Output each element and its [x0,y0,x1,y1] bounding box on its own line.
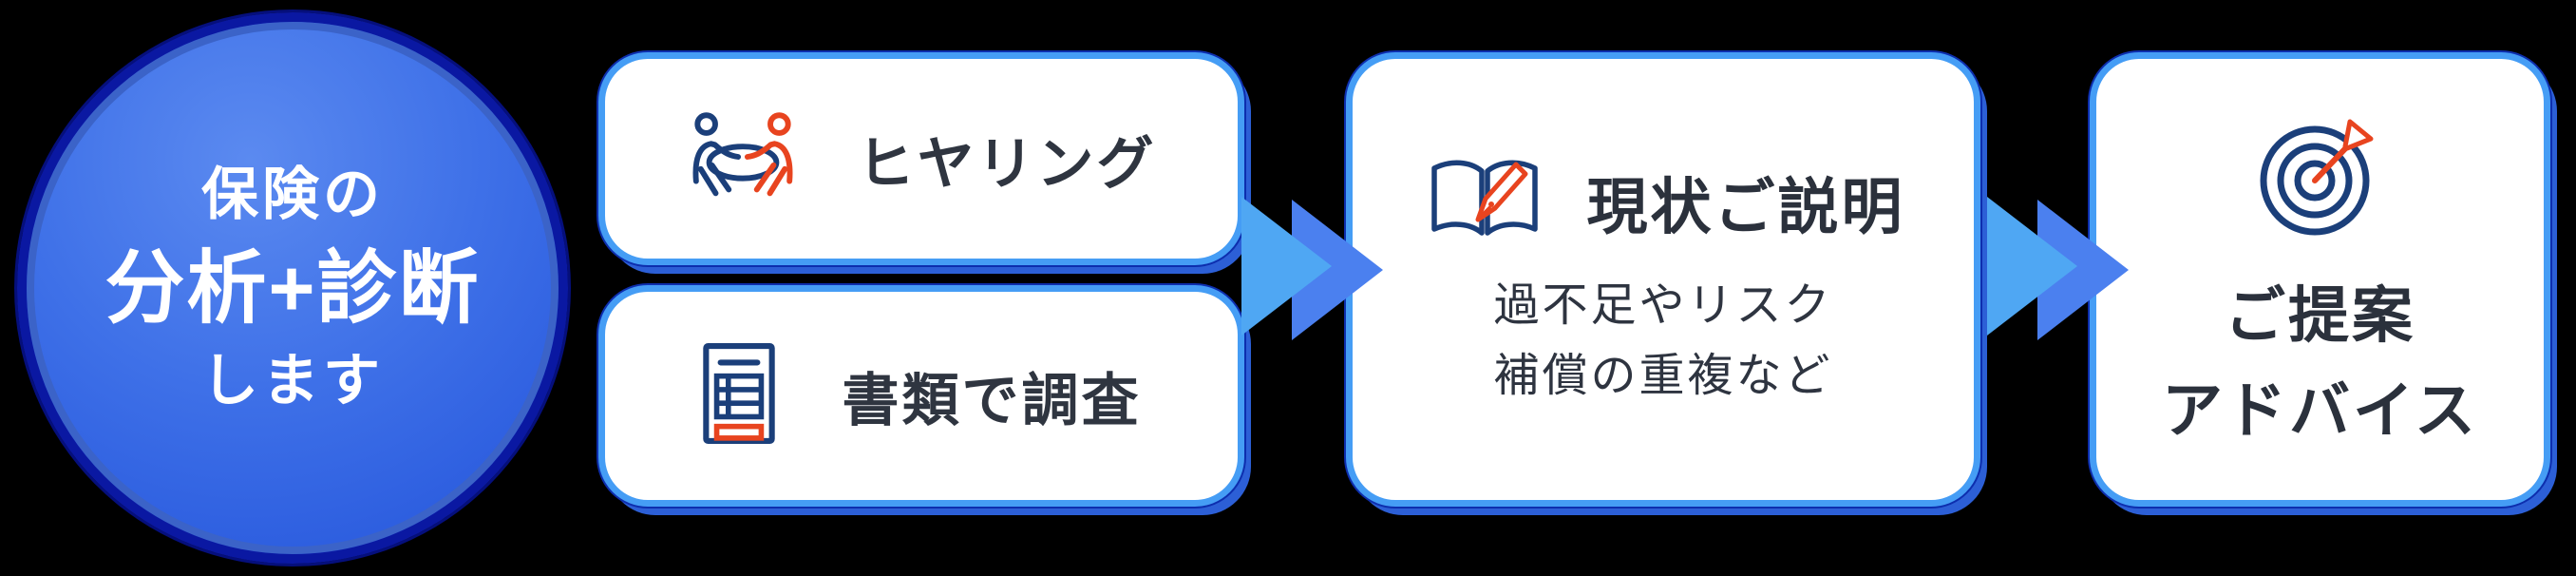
step-card-documents: 書類で調査 [598,285,1244,507]
step-title-proposal-line2: アドバイス [2161,375,2479,445]
badge-line2: 分析+診断 [104,243,481,333]
meeting-icon [687,109,799,209]
document-icon [702,343,776,449]
step-card-hearing: ヒヤリング [598,52,1244,265]
step-title-proposal-line1: ご提案 [2225,280,2415,350]
step-card-explain: 現状ご説明 過不足やリスク 補償の重複など [1346,52,1980,507]
badge-line3: します [201,349,384,413]
book-pen-icon [1422,153,1547,253]
step-title-explain: 現状ご説明 [1586,173,1905,241]
step-desc-line2: 補償の重複など [1493,350,1833,401]
insurance-analysis-badge: 保険の 分析+診断 します [17,12,568,564]
step-desc-line1: 過不足やリスク [1493,279,1833,331]
step-card-proposal: ご提案 アドバイス [2090,52,2550,507]
target-icon [2256,110,2385,244]
badge-line1: 保険の [201,163,384,226]
step-label-documents: 書類で調査 [842,369,1142,432]
step-label-hearing: ヒヤリング [857,131,1157,196]
